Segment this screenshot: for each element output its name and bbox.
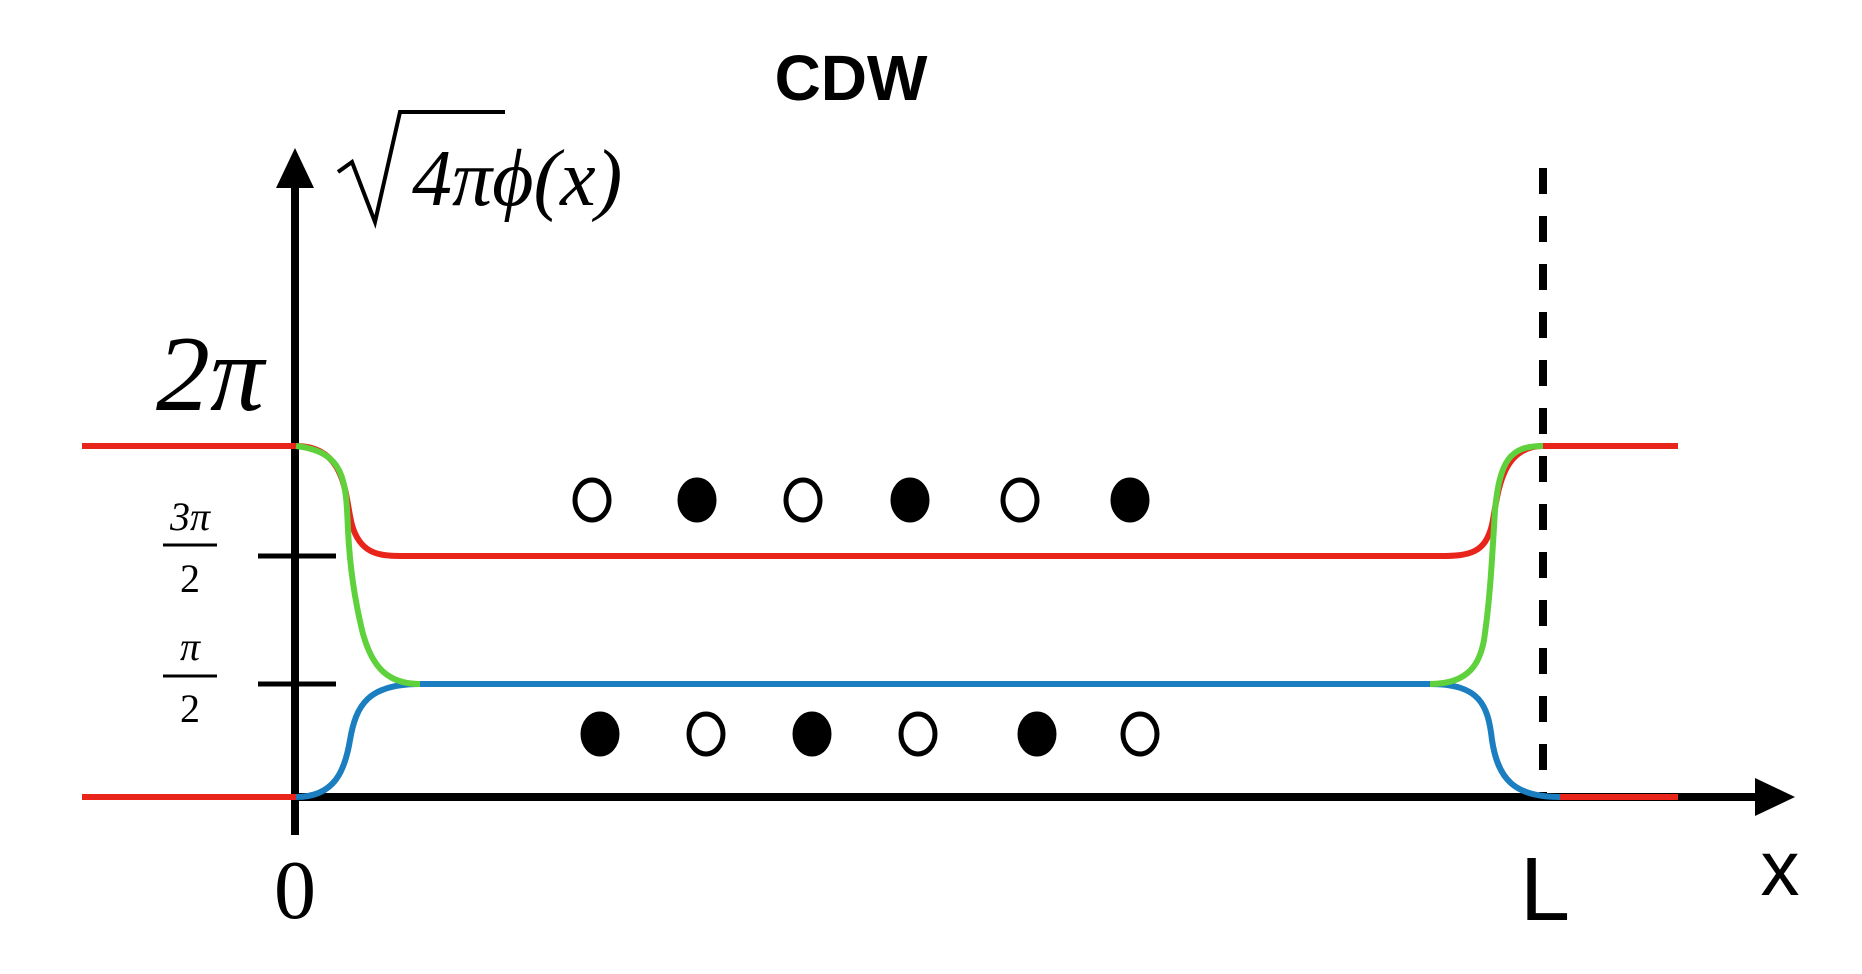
- filled-charge-marker: [1110, 477, 1150, 523]
- tick-label-3pi-half-numerator: 3π: [169, 494, 211, 539]
- diagram-title: CDW: [775, 42, 928, 114]
- tick-label-pi-half-numerator: π: [180, 624, 201, 669]
- tick-label-pi-half: π 2: [163, 624, 217, 731]
- y-axis-label-radicand: 4πϕ(x): [412, 135, 622, 223]
- charges-upper-row: [572, 477, 1150, 523]
- filled-charge-marker: [580, 711, 620, 757]
- open-charge-marker: [1120, 711, 1160, 757]
- charges-lower-row: [580, 711, 1160, 757]
- tick-label-pi-half-denominator: 2: [180, 686, 200, 731]
- green-right-transition: [1429, 443, 1544, 687]
- open-charge-marker: [898, 711, 938, 757]
- green-field-profile: [295, 443, 1544, 687]
- open-charge-marker: [1000, 477, 1040, 523]
- tick-label-3pi-half-denominator: 2: [180, 556, 200, 601]
- x-axis-label: x: [1761, 824, 1800, 912]
- filled-charge-marker: [792, 711, 832, 757]
- red-field-profile: [82, 443, 1678, 800]
- open-charge-marker: [686, 711, 726, 757]
- y-axis-arrowhead: [276, 148, 314, 188]
- x-end-label: L: [1520, 840, 1570, 940]
- sqrt-sign: [336, 110, 505, 229]
- x-origin-label: 0: [274, 844, 316, 937]
- filled-charge-marker: [1017, 711, 1057, 757]
- open-charge-marker: [572, 477, 612, 523]
- y-axis-label: 4πϕ(x): [336, 110, 622, 229]
- filled-charge-marker: [677, 477, 717, 523]
- tick-label-3pi-half: 3π 2: [163, 494, 217, 601]
- x-axis-arrowhead: [1755, 778, 1795, 816]
- tick-label-2pi: 2π: [156, 315, 267, 434]
- green-left-transition: [295, 443, 421, 687]
- open-charge-marker: [783, 477, 823, 523]
- red-inner-profile: [295, 443, 1678, 559]
- filled-charge-marker: [890, 477, 930, 523]
